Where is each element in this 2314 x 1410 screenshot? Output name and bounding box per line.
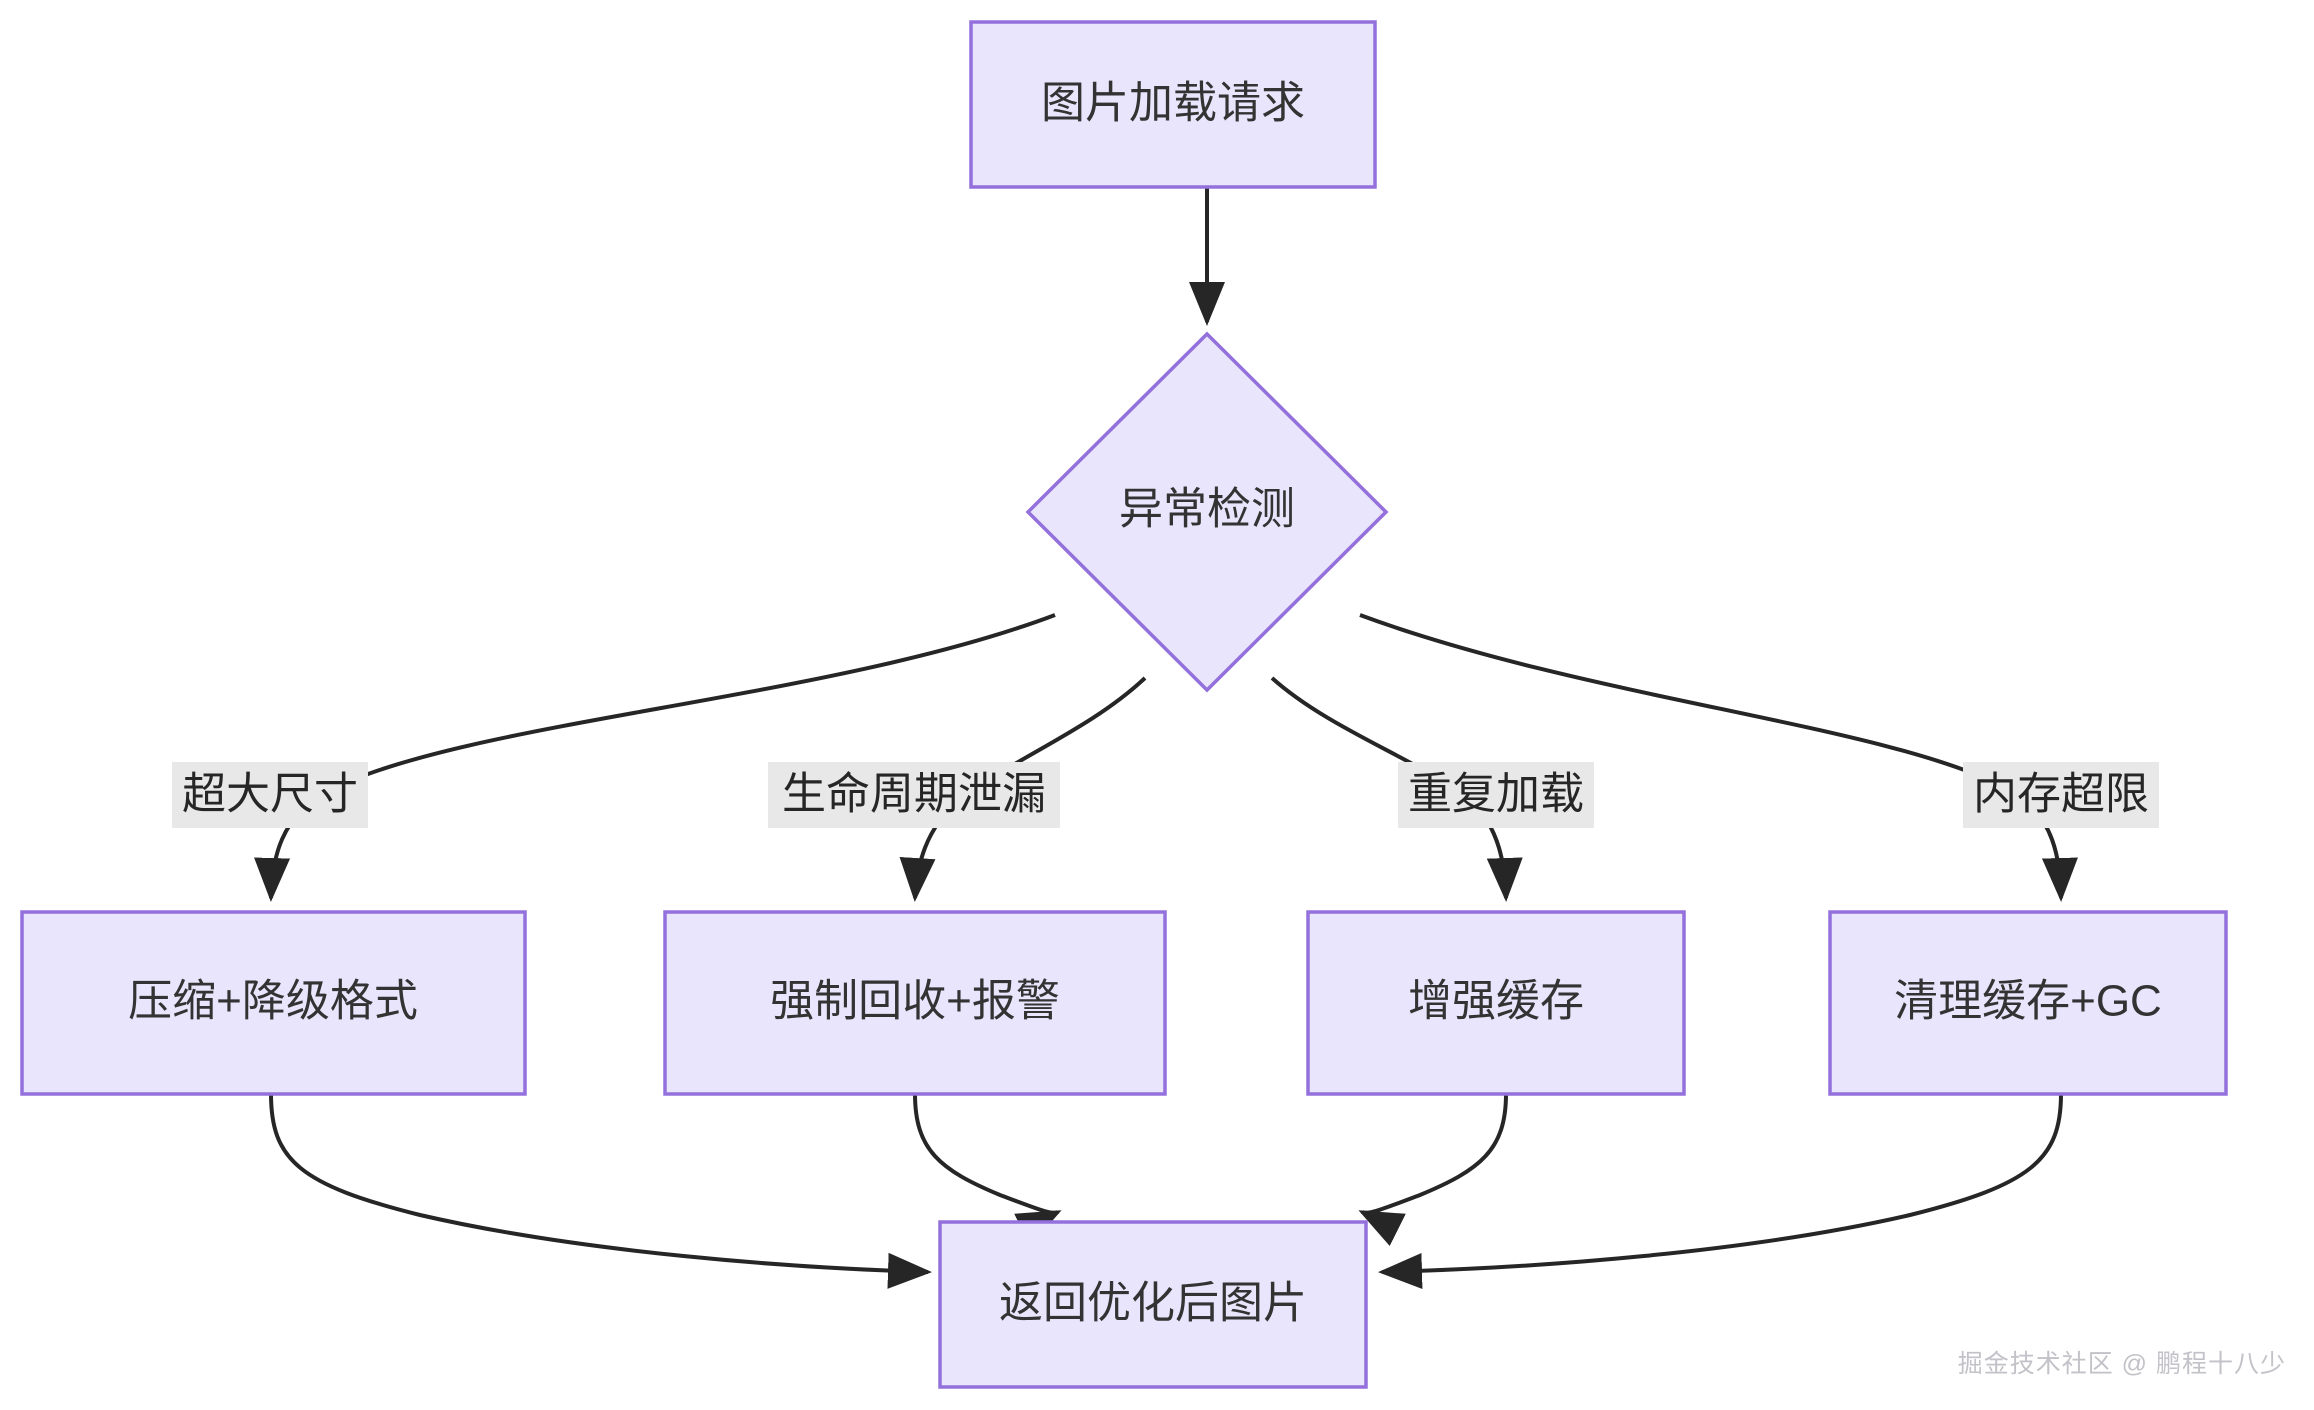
edge-label-leak-text: 生命周期泄漏 [782,770,1046,819]
edge-detect-to-memory [1359,613,2078,902]
node-result-label: 返回优化后图片 [999,1279,1307,1328]
node-start[interactable]: 图片加载请求 [969,20,1377,189]
edge-label-layer: 超大尺寸 生命周期泄漏 重复加载 内存超限 [172,762,2159,828]
edge-leak-to-result [913,1093,1062,1246]
node-repeat[interactable]: 增强缓存 [1306,910,1686,1096]
edge-label-memory-text: 内存超限 [1973,770,2149,819]
edge-repeat-to-result [1358,1093,1508,1246]
node-detect-label: 异常检测 [1119,485,1295,534]
node-start-label: 图片加载请求 [1041,79,1305,128]
edge-detect-to-oversize [254,613,1056,902]
node-result[interactable]: 返回优化后图片 [938,1220,1368,1389]
edge-label-leak: 生命周期泄漏 [768,762,1060,828]
edge-label-repeat-text: 重复加载 [1408,770,1584,819]
node-detect[interactable]: 异常检测 [1025,331,1389,693]
node-layer: 图片加载请求 异常检测 压缩+降级格式 强制回收+报警 增强缓存 清理缓存+GC [20,20,2228,1389]
edge-oversize-to-result [269,1093,932,1289]
edge-layer [254,188,2078,1289]
node-oversize-label: 压缩+降级格式 [128,977,418,1026]
node-repeat-label: 增强缓存 [1408,977,1584,1026]
watermark-text: 掘金技术社区 @ 鹏程十八少 [1957,1350,2286,1378]
node-leak-label: 强制回收+报警 [770,977,1060,1026]
node-oversize[interactable]: 压缩+降级格式 [20,910,527,1096]
edge-label-oversize: 超大尺寸 [172,762,368,828]
node-memory-label: 清理缓存+GC [1894,977,2162,1026]
edge-label-repeat: 重复加载 [1398,762,1594,828]
edge-memory-to-result [1378,1093,2063,1289]
edge-label-oversize-text: 超大尺寸 [182,770,358,819]
node-leak[interactable]: 强制回收+报警 [663,910,1167,1096]
edge-label-memory: 内存超限 [1963,762,2159,828]
node-memory[interactable]: 清理缓存+GC [1828,910,2228,1096]
